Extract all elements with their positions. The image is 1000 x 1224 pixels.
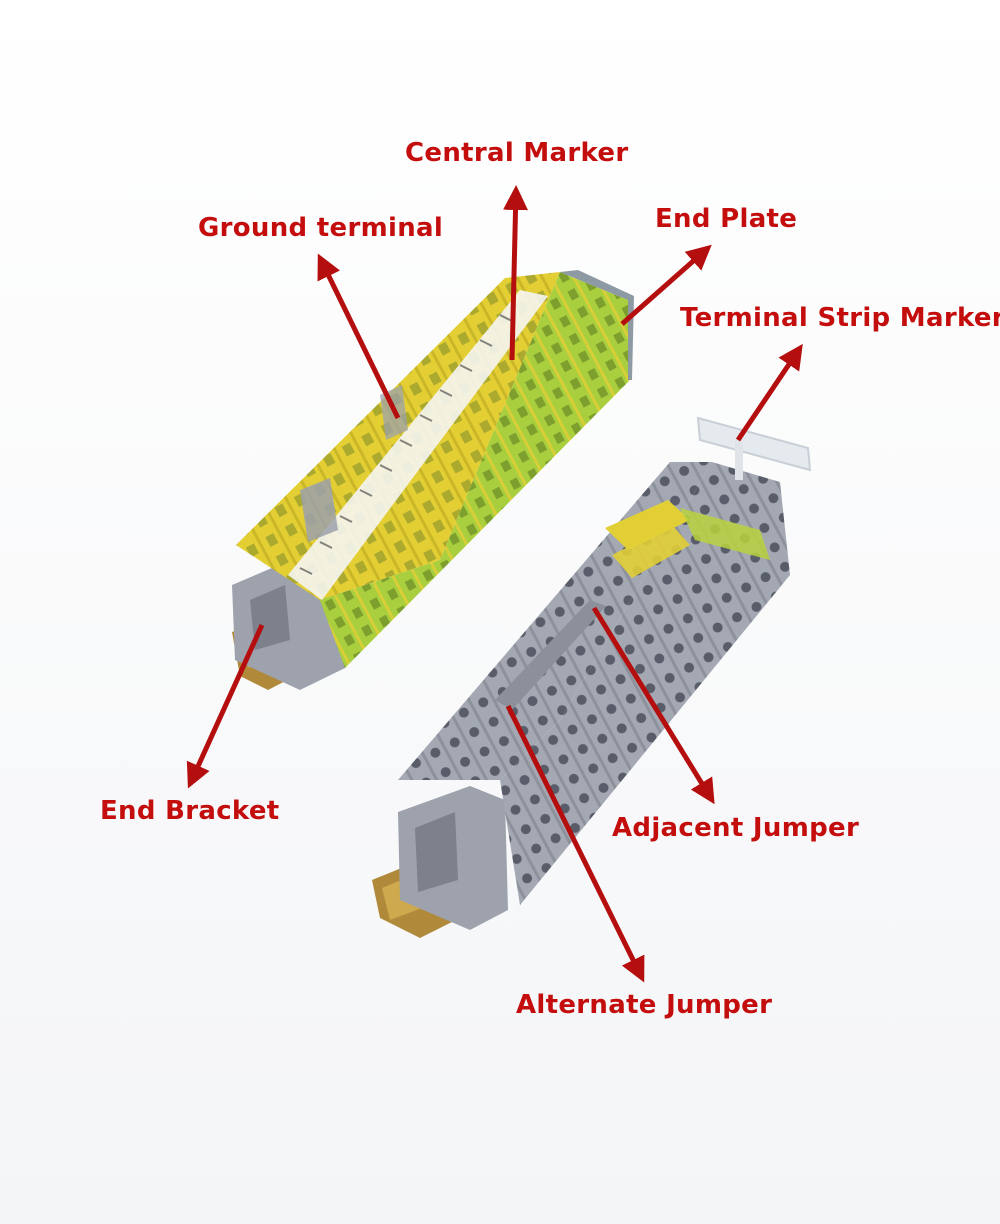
jumper-bars (495, 600, 606, 710)
arrow-terminal-strip-marker (735, 343, 803, 442)
grey-terminal-strip (372, 416, 812, 938)
central-markers (288, 290, 548, 600)
label-terminal-strip-marker: Terminal Strip Marker (680, 303, 1000, 333)
grey-terminals-side (500, 462, 790, 905)
arrow-ground-terminal (317, 253, 401, 420)
label-alternate-jumper: Alternate Jumper (516, 990, 773, 1020)
green-terminals (320, 272, 630, 668)
terminal-strip-marker-part (696, 416, 812, 472)
label-adjacent-jumper: Adjacent Jumper (612, 813, 860, 843)
arrow-alternate-jumper (505, 704, 645, 983)
label-end-plate: End Plate (655, 204, 798, 234)
label-ground-terminal: Ground terminal (198, 213, 444, 243)
arrow-end-plate (620, 244, 712, 326)
arrow-adjacent-jumper (591, 606, 715, 805)
ground-accent-block (605, 500, 690, 550)
label-end-bracket: End Bracket (100, 796, 280, 826)
label-central-marker: Central Marker (405, 138, 629, 168)
arrow-end-bracket (186, 623, 265, 789)
arrow-central-marker (503, 185, 529, 361)
callout-arrows (186, 185, 803, 983)
